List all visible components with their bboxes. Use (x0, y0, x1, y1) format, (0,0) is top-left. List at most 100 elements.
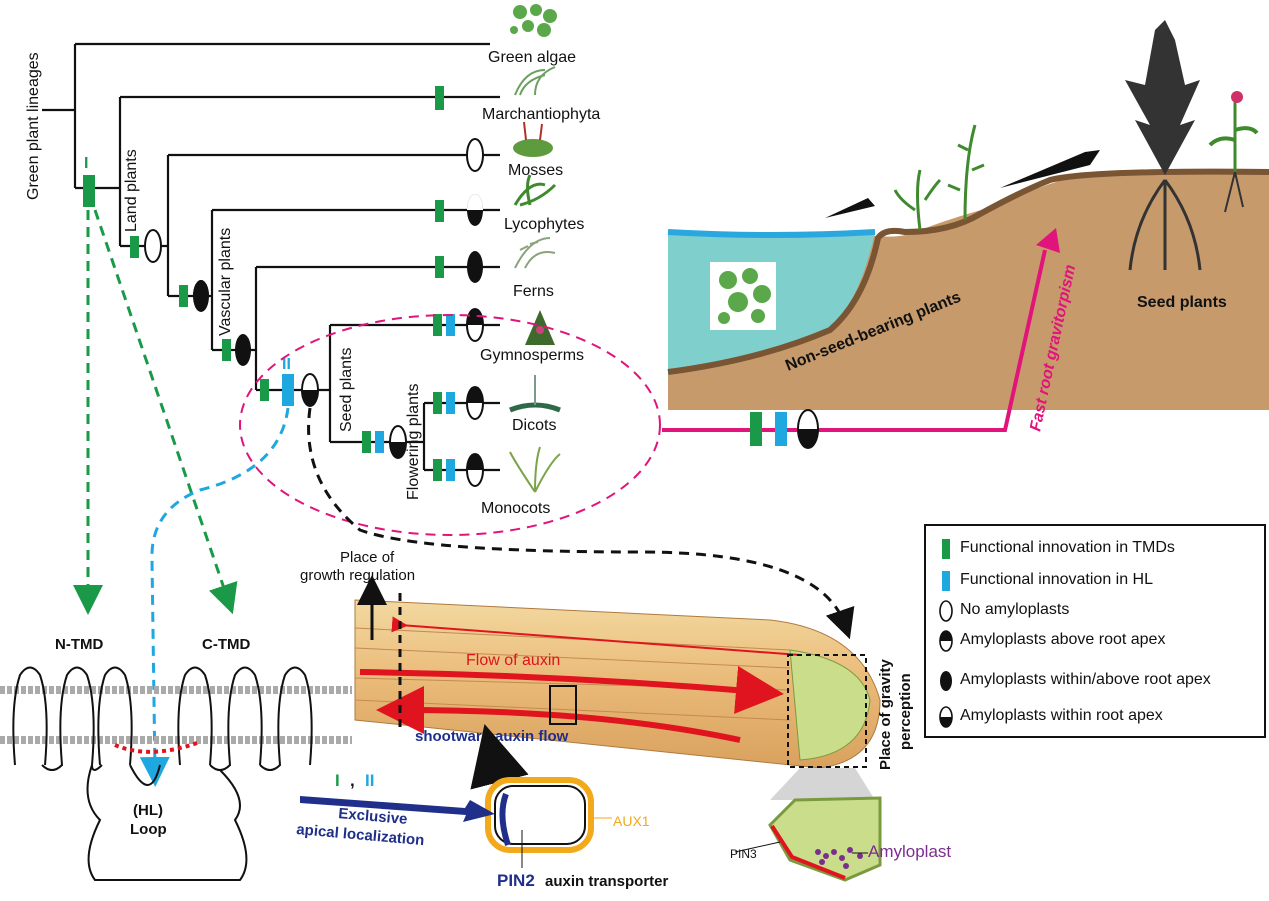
gravitropism-arrowhead (1036, 228, 1060, 253)
bottom-half-fill (390, 442, 406, 458)
legend-label: Amyloplasts within root apex (960, 707, 1163, 724)
transmembrane-helices (12, 666, 313, 881)
pin2-suffix: auxin transporter (545, 873, 669, 890)
green-bar-icon (179, 285, 188, 307)
aux1-label: AUX1 (613, 813, 650, 829)
clade-seed-label: Seed plants (338, 347, 355, 432)
c-tmd-label: C-TMD (202, 636, 250, 653)
exclusive-arrow (300, 796, 495, 822)
innovation-sep: , (350, 771, 355, 790)
green-bar-icon (260, 379, 269, 401)
filled-oval-icon (235, 334, 251, 366)
green-bar-icon (435, 256, 444, 278)
taxon-label: Monocots (481, 500, 550, 517)
green-bar-icon (435, 86, 444, 110)
growth-regulation-label: growth regulation (300, 567, 415, 584)
innovation-II-mark: II (282, 356, 291, 373)
top-half-oval-icon (939, 630, 953, 652)
blue-bar-icon (446, 392, 455, 414)
taxon-label: Ferns (513, 283, 554, 300)
landscape-panel: Non-seed-bearing plants Seed plants Fast… (662, 20, 1269, 449)
pin3-membrane (770, 824, 846, 880)
flow-of-auxin-arrow (359, 666, 784, 714)
cell-inner (494, 785, 586, 845)
pin3-leader (734, 841, 781, 853)
taxon-label: Lycophytes (504, 216, 584, 233)
cell-diagram: AUX1 PIN2 auxin transporter I , II Exclu… (296, 771, 669, 890)
marchantiophyta-icon (514, 66, 556, 96)
bottom-half-fill (798, 429, 818, 448)
root-label: Green plant lineages (25, 52, 42, 200)
amyloplast-dots (815, 847, 863, 869)
shootward-flow-arrow (470, 723, 529, 790)
innovation-I-mark: I (84, 155, 88, 172)
taxon-label: Marchantiophyta (482, 106, 600, 123)
top-half-fill (467, 309, 483, 325)
top-half-fill (467, 454, 483, 470)
legend-item: Amyloplasts within/above root apex (926, 666, 1266, 696)
columella-cell (768, 796, 882, 882)
monocots-icon (509, 446, 561, 493)
blue-bar-icon (446, 314, 455, 336)
bottom-half-oval-icon (939, 706, 953, 728)
blue-bar-icon (375, 431, 384, 453)
green-bar-icon (433, 392, 442, 414)
clade-vascular-label: Vascular plants (217, 228, 234, 336)
green-bar-icon (435, 200, 444, 222)
membrane (0, 686, 352, 744)
zoom-cone (770, 768, 875, 800)
top-half-fill (467, 194, 483, 210)
lycophytes-icon (513, 174, 557, 207)
empty-oval-icon (144, 229, 162, 263)
seed-plants-label: Seed plants (1137, 294, 1227, 311)
water-surface (667, 229, 876, 238)
exclusive-label: Exclusive (338, 805, 408, 828)
algae-icon (718, 268, 771, 324)
pin3-label: PIN3 (730, 847, 757, 861)
blue-bar-icon (282, 374, 294, 406)
n-tmd-label: N-TMD (55, 636, 103, 653)
root-cap (789, 649, 871, 761)
taxa-labels: Green algae Marchantiophyta Mosses Lycop… (480, 49, 600, 517)
green-bar-icon (362, 431, 371, 453)
flow-of-auxin-label: Flow of auxin (466, 652, 560, 669)
gravity-perception-label: perception (897, 673, 914, 750)
shoreline (667, 168, 1269, 375)
legend-item: Functional innovation in TMDs (926, 534, 1266, 564)
seed-plants-highlight (239, 314, 661, 536)
legend-item: Amyloplasts within root apex (926, 702, 1266, 732)
loop-label: Loop (130, 821, 167, 838)
legend-item: Functional innovation in HL (926, 566, 1266, 596)
gymnosperms-icon (525, 310, 555, 345)
green-bar-icon (750, 412, 762, 446)
taxon-label: Green algae (488, 49, 576, 66)
innovation-II-mark: II (365, 771, 374, 790)
flower-plant-icon (1208, 91, 1259, 213)
hl-label: (HL) (133, 802, 163, 819)
soil (668, 172, 1269, 410)
legend: Functional innovation in TMDs Functional… (924, 524, 1266, 738)
green-bar-icon (942, 539, 950, 559)
ferns-icon (514, 237, 556, 269)
pin2-label: PIN2 (497, 871, 535, 890)
amyloplast-label: Amyloplast (868, 842, 951, 861)
tree-icon (1125, 20, 1202, 271)
taxon-label: Dicots (512, 417, 556, 434)
legend-label: Amyloplasts within/above root apex (960, 671, 1211, 688)
legend-label: Amyloplasts above root apex (960, 631, 1166, 648)
gravity-perception-box (787, 654, 867, 768)
dicots-icon (509, 375, 561, 413)
pin2-apical (499, 792, 511, 846)
green-bar-icon (83, 175, 95, 207)
gravity-perception-label: Place of gravity (877, 658, 894, 770)
legend-item: Amyloplasts above root apex (926, 626, 1266, 656)
dashed-arrows (73, 209, 855, 787)
green-bar-icon (222, 339, 231, 361)
blue-bar-icon (775, 412, 787, 446)
innovation-I-mark: I (335, 771, 340, 790)
protein-topology: N-TMD C-TMD (HL) Loop (0, 636, 352, 881)
phylogenetic-tree (42, 42, 500, 472)
top-half-fill (467, 387, 483, 403)
